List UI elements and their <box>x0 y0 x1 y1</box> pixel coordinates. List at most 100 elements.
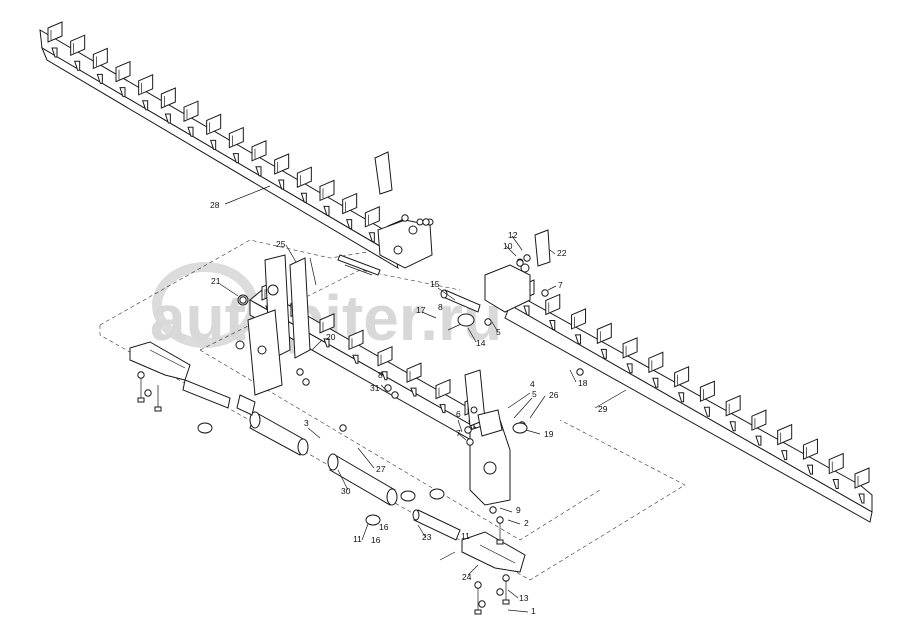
knife-fin <box>228 126 244 149</box>
retaining-ring-17 <box>457 313 475 327</box>
pin-head <box>197 422 213 434</box>
link-bar-left <box>182 379 231 409</box>
knife-tooth <box>729 421 736 432</box>
knife-fin <box>406 362 422 383</box>
leader-line <box>491 321 499 333</box>
knife-fin <box>596 322 612 345</box>
knife-fin <box>92 47 108 70</box>
washer <box>144 389 152 397</box>
leader-line <box>337 469 349 491</box>
leader-line <box>357 447 375 469</box>
washer <box>296 368 304 376</box>
label-11b: 11 <box>461 531 470 541</box>
knife-fin <box>342 192 358 215</box>
label-1: 1 <box>531 606 536 616</box>
label-8: 8 <box>378 370 383 380</box>
label-7b: 7 <box>558 280 563 290</box>
label-14: 14 <box>476 338 486 348</box>
knife-tooth <box>323 205 330 216</box>
knife-fin <box>206 113 222 136</box>
knife-tooth <box>73 60 81 71</box>
knife-fin <box>319 179 335 202</box>
knife-fin <box>47 21 63 43</box>
leader-line <box>307 427 321 439</box>
label-15: 15 <box>430 279 440 289</box>
leader-line <box>285 244 297 263</box>
leader-line <box>513 397 533 419</box>
washer <box>422 218 430 226</box>
washer <box>401 214 409 222</box>
label-22: 22 <box>557 248 567 258</box>
washer <box>464 426 472 434</box>
label-3: 3 <box>304 418 309 428</box>
knife-fin <box>70 34 86 56</box>
knife-tooth <box>806 464 813 475</box>
leader-line <box>457 419 463 433</box>
shaft-23 <box>412 509 461 541</box>
washer <box>474 581 482 589</box>
label-20: 20 <box>326 332 336 342</box>
washer <box>466 438 474 446</box>
label-31: 31 <box>370 383 380 393</box>
leader-line <box>549 249 556 255</box>
knife-tooth <box>677 392 685 403</box>
label-27: 27 <box>376 464 386 474</box>
knife-fin <box>296 166 312 188</box>
leader-line <box>457 432 467 441</box>
knife-tooth <box>858 493 865 504</box>
knife-fin <box>364 206 380 228</box>
knife-tooth <box>523 305 530 316</box>
label-11: 11 <box>353 534 362 544</box>
knife-tooth <box>780 450 788 461</box>
cylinder-3 <box>249 411 309 456</box>
washer <box>391 391 399 399</box>
knife-tooth <box>755 435 762 446</box>
washer <box>496 516 504 524</box>
leader-line <box>507 589 519 599</box>
pin-head <box>365 514 381 526</box>
leader-lines <box>219 185 627 613</box>
knife-tooth <box>652 377 659 388</box>
knife-tooth <box>345 219 353 230</box>
knife-fin <box>274 153 290 175</box>
knife-fin <box>319 313 335 334</box>
knife-fin <box>854 467 870 489</box>
knife-tooth <box>300 192 307 203</box>
label-28: 28 <box>210 200 220 210</box>
knife-tooth <box>574 334 582 345</box>
leader-line <box>311 339 323 351</box>
leader-line <box>507 609 529 613</box>
knife-fin <box>545 293 561 316</box>
left-bracket-assembly <box>235 254 311 396</box>
knife-tooth <box>164 113 171 124</box>
pin-head <box>512 422 528 434</box>
knife-tooth <box>232 153 239 164</box>
knife-tooth <box>255 166 262 177</box>
label-5b: 5 <box>496 327 501 337</box>
washer <box>489 506 497 514</box>
pin-head <box>400 490 416 502</box>
label-2: 2 <box>524 518 529 528</box>
leader-line <box>437 287 456 301</box>
washer <box>576 368 584 376</box>
leader-line <box>417 524 427 539</box>
leader-line <box>594 389 627 409</box>
lower-right-bracket-assembly <box>464 369 511 506</box>
upper-knife-bar <box>39 21 403 270</box>
label-29: 29 <box>598 404 608 414</box>
knife-fin <box>751 409 767 431</box>
bolt-head <box>474 609 482 615</box>
label-30: 30 <box>341 486 351 496</box>
pin <box>344 264 373 276</box>
label-25: 25 <box>276 239 286 249</box>
washer <box>137 371 145 379</box>
label-10: 10 <box>503 241 513 251</box>
knife-tooth <box>277 179 285 190</box>
pin-head <box>429 488 445 500</box>
cylinder-30 <box>327 453 398 506</box>
knife-tooth <box>600 348 607 359</box>
washer <box>496 588 504 596</box>
knife-tooth <box>51 47 58 58</box>
bolt-head <box>154 406 162 412</box>
